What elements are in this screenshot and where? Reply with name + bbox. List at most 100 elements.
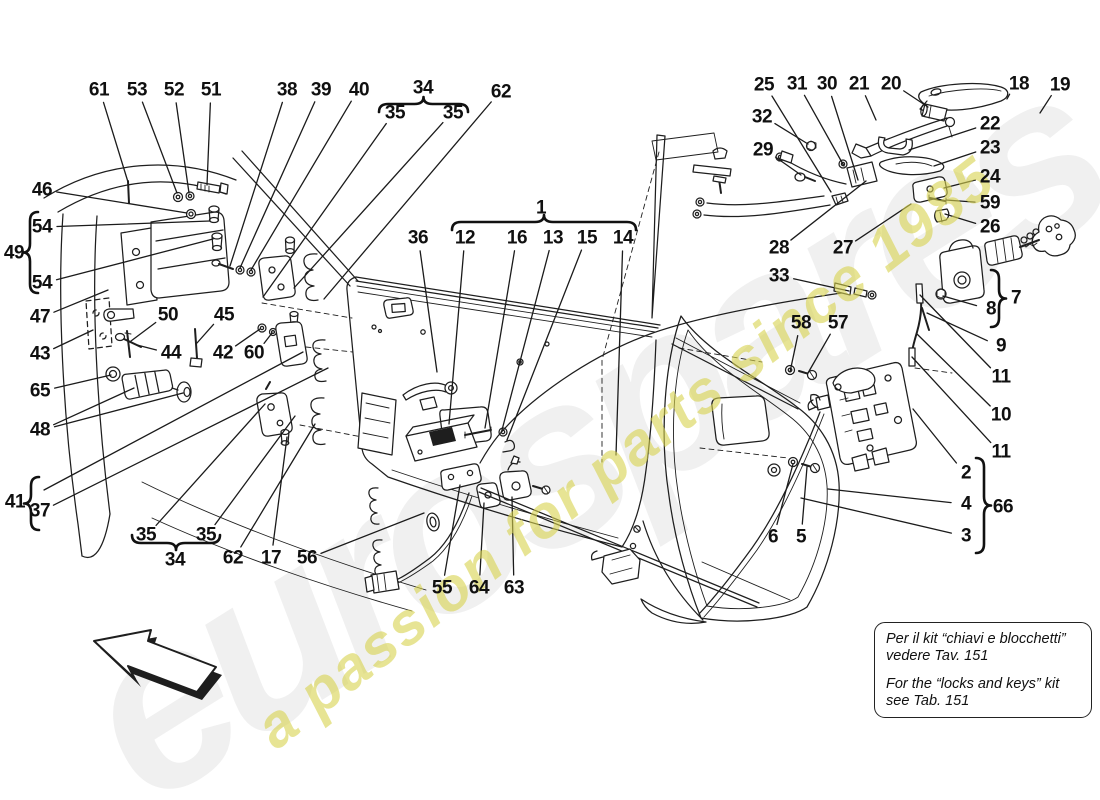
callout-63[interactable]: 63 <box>503 577 525 599</box>
leader-line <box>53 374 112 389</box>
callout-42[interactable]: 42 <box>212 342 234 364</box>
callout-28[interactable]: 28 <box>768 237 790 259</box>
leader-line <box>56 220 211 228</box>
callout-54[interactable]: 54 <box>31 216 53 238</box>
callout-49[interactable]: 49 <box>3 242 25 264</box>
callout-26[interactable]: 26 <box>979 216 1001 238</box>
callout-50[interactable]: 50 <box>157 304 179 326</box>
leader-line <box>945 199 976 203</box>
callout-36[interactable]: 36 <box>407 227 429 249</box>
callout-6[interactable]: 6 <box>767 526 779 548</box>
callout-14[interactable]: 14 <box>612 227 634 249</box>
leader-line <box>615 250 624 456</box>
callout-5[interactable]: 5 <box>795 526 807 548</box>
leader-lines <box>43 90 1052 576</box>
brace-49 <box>21 210 40 295</box>
callout-57[interactable]: 57 <box>827 312 849 334</box>
leader-line <box>155 403 266 527</box>
callout-34[interactable]: 34 <box>412 77 434 99</box>
callout-35[interactable]: 35 <box>384 102 406 124</box>
callout-46[interactable]: 46 <box>31 179 53 201</box>
direction-arrow <box>93 629 222 700</box>
note-italian: Per il kit “chiavi e blocchetti” vedere … <box>886 631 1080 666</box>
leader-line <box>926 312 988 342</box>
callout-9[interactable]: 9 <box>995 335 1007 357</box>
leader-line <box>102 101 129 183</box>
leader-line <box>864 95 877 121</box>
callout-56[interactable]: 56 <box>296 547 318 569</box>
callout-11[interactable]: 11 <box>991 441 1011 463</box>
callout-17[interactable]: 17 <box>260 547 282 569</box>
leader-line <box>908 127 977 151</box>
callout-12[interactable]: 12 <box>454 227 476 249</box>
callout-35[interactable]: 35 <box>195 524 217 546</box>
callout-40[interactable]: 40 <box>348 79 370 101</box>
callout-11[interactable]: 11 <box>991 366 1011 388</box>
callout-35[interactable]: 35 <box>135 524 157 546</box>
callout-65[interactable]: 65 <box>29 380 51 402</box>
callout-62[interactable]: 62 <box>222 547 244 569</box>
leader-line <box>912 408 958 464</box>
callout-54[interactable]: 54 <box>31 272 53 294</box>
leader-line <box>56 191 188 214</box>
callout-53[interactable]: 53 <box>126 79 148 101</box>
callout-45[interactable]: 45 <box>213 304 235 326</box>
leader-line <box>807 333 831 374</box>
callout-18[interactable]: 18 <box>1008 73 1030 95</box>
callout-34[interactable]: 34 <box>164 549 186 571</box>
callout-16[interactable]: 16 <box>506 227 528 249</box>
callout-29[interactable]: 29 <box>752 139 774 161</box>
callout-55[interactable]: 55 <box>431 577 453 599</box>
callout-38[interactable]: 38 <box>276 79 298 101</box>
leader-line <box>53 289 109 313</box>
callout-24[interactable]: 24 <box>979 166 1001 188</box>
callout-62[interactable]: 62 <box>490 81 512 103</box>
callout-61[interactable]: 61 <box>88 79 110 101</box>
note-en-line1: For the “locks and keys” kit <box>886 675 1060 692</box>
leader-line <box>320 512 425 554</box>
callout-48[interactable]: 48 <box>29 419 51 441</box>
callout-37[interactable]: 37 <box>29 500 51 522</box>
callout-21[interactable]: 21 <box>848 73 870 95</box>
callout-52[interactable]: 52 <box>163 79 185 101</box>
leader-line <box>774 156 802 176</box>
callout-13[interactable]: 13 <box>542 227 564 249</box>
callout-41[interactable]: 41 <box>4 491 26 513</box>
callout-43[interactable]: 43 <box>29 343 51 365</box>
callout-59[interactable]: 59 <box>979 192 1001 214</box>
callout-22[interactable]: 22 <box>979 113 1001 135</box>
callout-32[interactable]: 32 <box>751 106 773 128</box>
callout-47[interactable]: 47 <box>29 306 51 328</box>
leader-line <box>175 102 190 194</box>
leader-line <box>1039 94 1052 114</box>
callout-33[interactable]: 33 <box>768 265 790 287</box>
callout-15[interactable]: 15 <box>576 227 598 249</box>
key-and-lock-cylinder <box>984 215 1076 266</box>
callout-39[interactable]: 39 <box>310 79 332 101</box>
callout-8[interactable]: 8 <box>985 298 997 320</box>
callout-3[interactable]: 3 <box>960 525 972 547</box>
leader-line <box>919 294 992 369</box>
callout-1[interactable]: 1 <box>535 197 547 219</box>
callout-23[interactable]: 23 <box>979 137 1001 159</box>
leader-line <box>501 249 550 431</box>
callout-10[interactable]: 10 <box>990 404 1012 426</box>
callout-30[interactable]: 30 <box>816 73 838 95</box>
leader-line <box>53 387 135 426</box>
callout-44[interactable]: 44 <box>160 342 182 364</box>
callout-58[interactable]: 58 <box>790 312 812 334</box>
callout-66[interactable]: 66 <box>992 496 1014 518</box>
callout-35[interactable]: 35 <box>442 102 464 124</box>
callout-27[interactable]: 27 <box>832 237 854 259</box>
callout-60[interactable]: 60 <box>243 342 265 364</box>
callout-2[interactable]: 2 <box>960 462 972 484</box>
callout-20[interactable]: 20 <box>880 73 902 95</box>
callout-31[interactable]: 31 <box>786 73 808 95</box>
callout-51[interactable]: 51 <box>200 79 222 101</box>
callout-25[interactable]: 25 <box>753 74 775 96</box>
callout-64[interactable]: 64 <box>468 577 490 599</box>
callout-7[interactable]: 7 <box>1010 287 1022 309</box>
callout-4[interactable]: 4 <box>960 493 972 515</box>
callout-19[interactable]: 19 <box>1049 74 1071 96</box>
